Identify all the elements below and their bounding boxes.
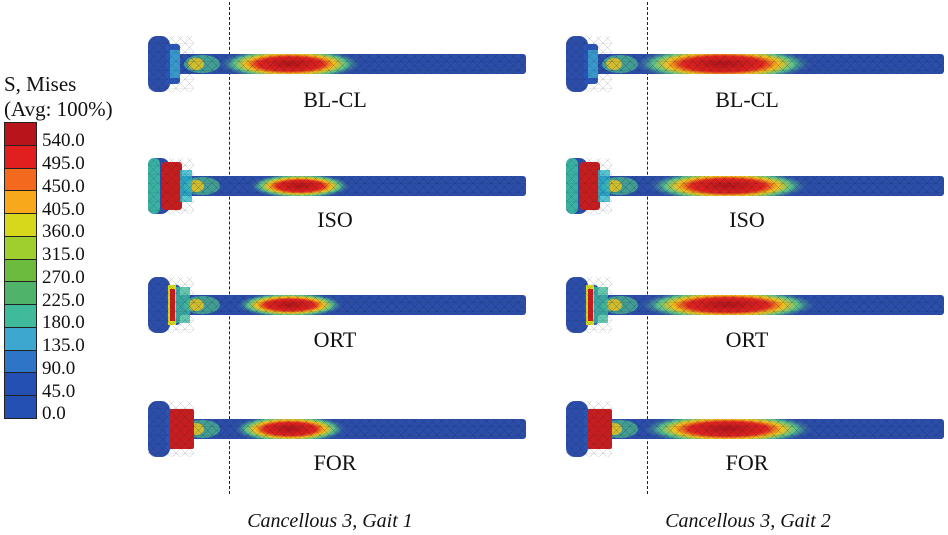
legend-band bbox=[5, 282, 36, 305]
legend-band bbox=[5, 145, 36, 169]
column-label-gait1: Cancellous 3, Gait 1 bbox=[247, 510, 413, 532]
case-label-ort: ORT bbox=[313, 327, 357, 352]
fe-model-svg bbox=[566, 158, 944, 214]
fe-model-col1-blcl bbox=[140, 34, 540, 94]
legend-tick-label: 360.0 bbox=[42, 221, 85, 242]
legend-tick-label: 450.0 bbox=[42, 176, 85, 197]
legend-tick-label: 135.0 bbox=[42, 335, 85, 356]
case-label-iso: ISO bbox=[317, 207, 353, 232]
legend-band bbox=[5, 191, 36, 214]
fe-model-col2-iso bbox=[558, 156, 948, 216]
fe-model-col1-iso bbox=[140, 156, 540, 216]
legend-color-bar bbox=[4, 122, 37, 419]
legend-band bbox=[5, 214, 36, 237]
fe-model-svg bbox=[566, 277, 944, 333]
legend-band bbox=[5, 236, 36, 260]
fe-model-col2-blcl bbox=[558, 34, 948, 94]
legend-tick-label: 45.0 bbox=[42, 381, 76, 402]
case-label-blcl: BL-CL bbox=[715, 87, 779, 112]
fe-model-col2-for bbox=[558, 399, 948, 459]
legend-tick-label: 225.0 bbox=[42, 290, 85, 311]
legend-band bbox=[5, 305, 36, 328]
legend-tick-label: 0.0 bbox=[42, 403, 66, 424]
fe-model-svg bbox=[148, 401, 526, 457]
legend-band bbox=[5, 327, 36, 351]
legend-tick-label: 495.0 bbox=[42, 153, 85, 174]
fe-model-col1-ort bbox=[140, 275, 540, 335]
fe-model-svg bbox=[148, 36, 526, 92]
case-label-iso: ISO bbox=[729, 207, 765, 232]
column-label-gait2: Cancellous 3, Gait 2 bbox=[665, 510, 831, 532]
legend-band bbox=[5, 168, 36, 192]
legend-band bbox=[5, 259, 36, 283]
legend-tick-label: 315.0 bbox=[42, 244, 85, 265]
legend-band bbox=[5, 373, 36, 396]
case-label-blcl: BL-CL bbox=[303, 87, 367, 112]
legend-subtitle: (Avg: 100%) bbox=[4, 97, 113, 121]
fe-model-col1-for bbox=[140, 399, 540, 459]
legend-band bbox=[5, 123, 36, 146]
case-label-for: FOR bbox=[313, 450, 357, 475]
section-cut-line-left bbox=[229, 2, 230, 494]
legend-tick-label: 180.0 bbox=[42, 312, 85, 333]
legend-tick-label: 540.0 bbox=[42, 130, 85, 151]
case-label-ort: ORT bbox=[725, 327, 769, 352]
fe-model-svg bbox=[566, 36, 944, 92]
legend-band bbox=[5, 350, 36, 374]
fe-model-svg bbox=[148, 158, 526, 214]
legend-title: S, Mises bbox=[4, 72, 77, 96]
fe-model-svg bbox=[566, 401, 944, 457]
legend-tick-label: 270.0 bbox=[42, 267, 85, 288]
legend-band bbox=[5, 396, 36, 418]
legend-tick-label: 405.0 bbox=[42, 199, 85, 220]
fe-model-svg bbox=[148, 277, 526, 333]
section-cut-line-right bbox=[647, 2, 648, 494]
fe-model-col2-ort bbox=[558, 275, 948, 335]
legend-tick-label: 90.0 bbox=[42, 358, 76, 379]
case-label-for: FOR bbox=[725, 450, 769, 475]
